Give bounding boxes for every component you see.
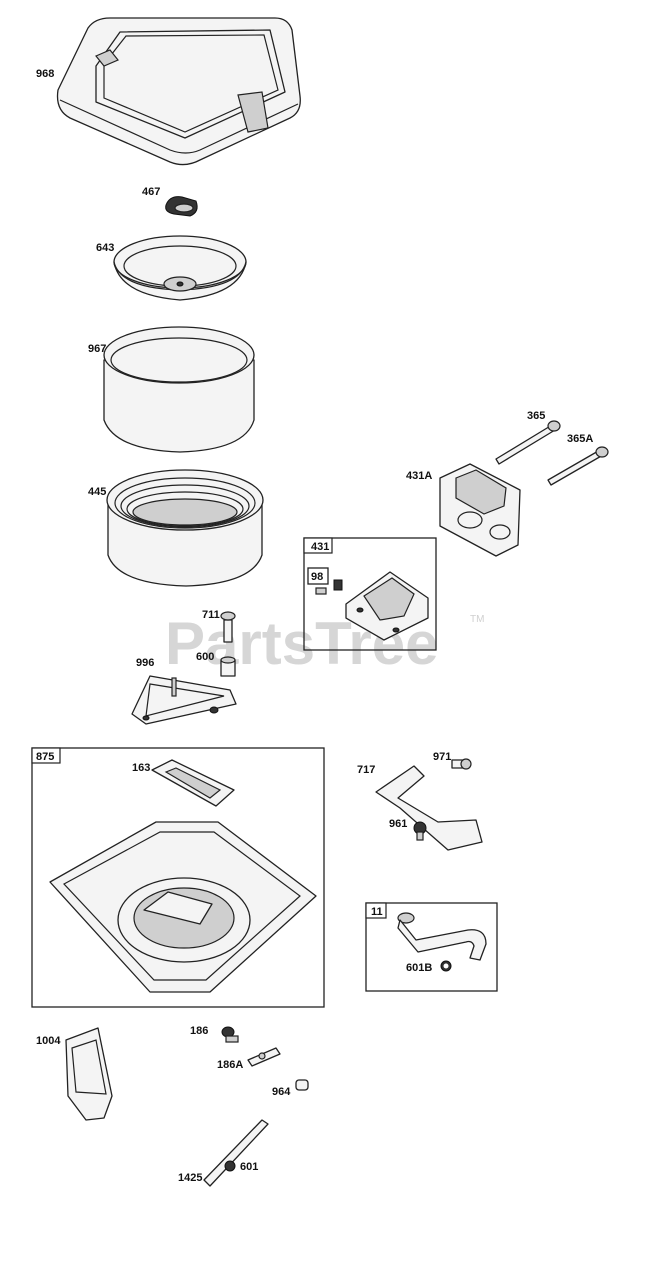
- part-163-gasket[interactable]: [151, 759, 235, 807]
- label-600: 600: [196, 651, 214, 663]
- part-601B-clamp[interactable]: [440, 960, 452, 972]
- part-11-breather-tube[interactable]: [397, 912, 487, 961]
- label-163: 163: [132, 762, 150, 774]
- label-964: 964: [272, 1086, 291, 1098]
- label-968: 968: [36, 68, 54, 80]
- part-875-base[interactable]: [49, 821, 317, 993]
- part-996-bracket[interactable]: [131, 675, 237, 725]
- box-label-431: 431: [311, 541, 329, 553]
- label-971: 971: [433, 751, 451, 763]
- part-98-screw[interactable]: [315, 579, 343, 595]
- label-445: 445: [88, 486, 106, 498]
- label-186A: 186A: [217, 1059, 243, 1071]
- label-996: 996: [136, 657, 154, 669]
- label-961: 961: [389, 818, 407, 830]
- label-1425: 1425: [178, 1172, 202, 1184]
- label-711: 711: [202, 609, 220, 621]
- label-717: 717: [357, 764, 375, 776]
- box-label-875: 875: [36, 751, 54, 763]
- label-643: 643: [96, 242, 114, 254]
- label-365A: 365A: [567, 433, 593, 445]
- part-1425-hose[interactable]: [203, 1119, 269, 1187]
- part-445-filter[interactable]: [106, 469, 264, 587]
- part-711-bolt[interactable]: [220, 611, 236, 643]
- box-431: [303, 537, 437, 651]
- part-431A-manifold[interactable]: [439, 463, 521, 557]
- box-11: [365, 902, 498, 992]
- part-643-dish[interactable]: [113, 235, 247, 301]
- label-601B: 601B: [406, 962, 432, 974]
- label-365: 365: [527, 410, 545, 422]
- part-967-sleeve[interactable]: [103, 326, 255, 453]
- part-971-bolt[interactable]: [451, 758, 472, 770]
- part-968-cover[interactable]: [56, 17, 301, 166]
- part-1004-duct[interactable]: [65, 1027, 113, 1121]
- box-label-11: 11: [371, 906, 383, 918]
- label-467: 467: [142, 186, 160, 198]
- part-961-nut[interactable]: [413, 821, 427, 841]
- watermark-trademark: TM: [470, 614, 484, 625]
- part-601-clamp[interactable]: [224, 1160, 236, 1172]
- part-717-bracket[interactable]: [375, 765, 483, 851]
- part-600-spacer[interactable]: [220, 656, 236, 677]
- part-467-knob[interactable]: [165, 196, 198, 217]
- label-186: 186: [190, 1025, 208, 1037]
- part-365-bolt[interactable]: [495, 420, 561, 465]
- part-964-plug[interactable]: [295, 1079, 309, 1091]
- box-875: [31, 747, 325, 1008]
- part-365A-bolt[interactable]: [547, 446, 609, 486]
- label-431A: 431A: [406, 470, 432, 482]
- label-967: 967: [88, 343, 106, 355]
- label-1004: 1004: [36, 1035, 61, 1047]
- part-186-fitting[interactable]: [221, 1026, 239, 1043]
- label-601: 601: [240, 1161, 258, 1173]
- part-186A-connector[interactable]: [247, 1047, 281, 1067]
- box-label-98: 98: [311, 571, 323, 583]
- part-431-housing[interactable]: [345, 571, 429, 641]
